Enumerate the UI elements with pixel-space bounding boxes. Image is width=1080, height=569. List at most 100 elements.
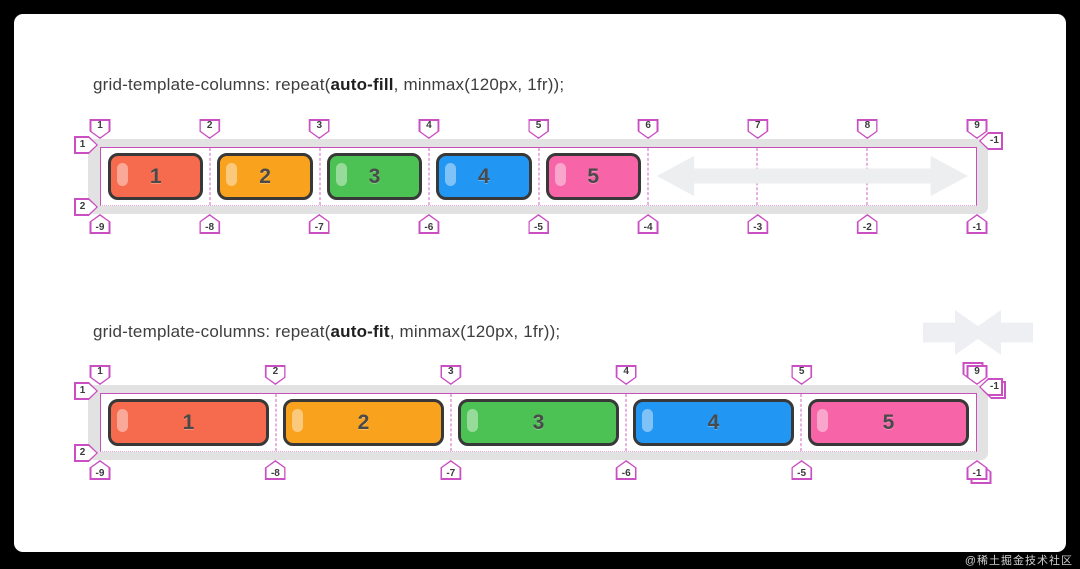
marker-label: 9 <box>974 120 980 131</box>
marker-flag-icon <box>418 214 440 234</box>
section-title-auto-fill: grid-template-columns: repeat(auto-fill,… <box>93 75 564 95</box>
grid-item-label: 3 <box>368 164 381 188</box>
item-shine <box>554 162 566 187</box>
marker-flag-icon <box>74 198 98 216</box>
content-card: grid-template-columns: repeat(auto-fill,… <box>14 14 1066 552</box>
column-line-marker: -8 <box>199 214 221 234</box>
marker-label: -7 <box>314 222 324 233</box>
marker-label: 2 <box>206 120 213 131</box>
marker-flag-icon <box>528 119 549 139</box>
grid-item-label: 5 <box>587 164 600 188</box>
arrow-left-icon <box>969 310 1033 355</box>
grid-item: 1 <box>108 399 269 446</box>
marker-flag-icon <box>89 214 111 234</box>
column-line-marker: 5 <box>528 119 549 139</box>
column-line-marker: 4 <box>615 365 637 385</box>
marker-label: 7 <box>754 120 761 131</box>
marker-flag-icon <box>966 460 988 480</box>
marker-flag-icon <box>74 382 98 400</box>
column-line-marker: 2 <box>199 119 221 139</box>
marker-label: 6 <box>645 120 651 131</box>
marker-label: -1 <box>972 222 982 233</box>
column-line-marker: -5 <box>528 214 549 234</box>
marker-label: -6 <box>424 222 434 233</box>
marker-flag-icon <box>856 119 878 139</box>
column-line-marker: 3 <box>308 119 330 139</box>
column-line-marker: -8 <box>264 460 286 480</box>
title-prefix: grid-template-columns: repeat( <box>93 75 331 94</box>
grid-item-label: 5 <box>882 410 895 434</box>
title-keyword: auto-fit <box>330 322 390 341</box>
item-shine <box>642 408 653 433</box>
grid-overlay-box: 1 2 3 4 <box>100 393 977 452</box>
marker-label: 5 <box>798 366 805 377</box>
marker-label: -4 <box>643 222 653 233</box>
marker-flag-icon <box>74 136 98 154</box>
marker-label: 4 <box>426 120 432 131</box>
marker-flag-icon <box>440 365 462 385</box>
marker-label: 8 <box>864 120 871 131</box>
watermark: @稀土掘金技术社区 <box>964 555 1073 567</box>
column-line-marker: 5 <box>791 365 813 385</box>
grid-line <box>647 148 649 205</box>
line-markers-layer: 1 2 3 4 <box>89 119 988 234</box>
marker-label: 4 <box>623 366 629 377</box>
column-line-marker: -1 <box>979 132 1003 150</box>
marker-label: 5 <box>535 120 542 131</box>
column-line-marker: 9 <box>962 362 988 385</box>
row-line-marker: 2 <box>74 198 98 216</box>
marker-label: -6 <box>621 468 631 479</box>
grid-item: 3 <box>326 153 423 200</box>
grid-item: 2 <box>283 399 444 446</box>
title-suffix: , minmax(120px, 1fr)); <box>393 75 565 94</box>
marker-flag-icon <box>89 365 111 385</box>
column-line-marker: -1 <box>966 460 992 484</box>
marker-flag-icon <box>966 365 988 385</box>
marker-flag-icon <box>979 132 1003 150</box>
grid-item: 4 <box>633 399 794 446</box>
item-shine <box>117 408 128 433</box>
marker-label: -2 <box>862 222 872 233</box>
marker-label: -7 <box>446 468 456 479</box>
column-line-marker: -7 <box>308 214 330 234</box>
grid-item: 1 <box>108 153 204 200</box>
marker-label: -5 <box>534 222 543 233</box>
column-line-marker: -1 <box>966 214 988 234</box>
marker-flag-icon <box>615 460 637 480</box>
column-line-marker: 2 <box>264 365 286 385</box>
grid-line <box>450 394 452 451</box>
column-line-marker: 9 <box>966 119 988 139</box>
marker-flag-icon <box>637 214 659 234</box>
column-line-marker: -2 <box>856 214 878 234</box>
marker-flag-icon <box>418 119 440 139</box>
marker-flag-icon <box>199 214 221 234</box>
grid-item-label: 4 <box>477 164 490 188</box>
marker-label: -8 <box>270 468 280 479</box>
grid-item: 5 <box>808 399 969 446</box>
marker-flag-icon <box>747 214 769 234</box>
row-line-marker: 2 <box>74 444 98 462</box>
column-line-marker: 6 <box>637 119 659 139</box>
item-shine <box>467 408 478 433</box>
marker-flag-icon <box>89 119 111 139</box>
row-line-marker: 1 <box>74 382 98 400</box>
marker-label: 2 <box>79 446 86 458</box>
grid-item-label: 4 <box>707 410 720 434</box>
marker-flag-icon <box>979 378 1003 396</box>
grid-figure-auto-fit: 1 2 3 4 <box>74 362 1006 484</box>
marker-label: -8 <box>205 222 215 233</box>
item-shine <box>292 408 303 433</box>
marker-flag-icon <box>528 214 549 234</box>
marker-flag-icon <box>308 214 330 234</box>
column-line-marker: 7 <box>747 119 769 139</box>
marker-label: 2 <box>79 200 86 212</box>
grid-item: 4 <box>436 153 532 200</box>
column-line-marker: -3 <box>747 214 769 234</box>
title-keyword: auto-fill <box>330 75 394 94</box>
collapse-arrows-icon <box>923 310 1033 355</box>
row-line-marker: 1 <box>74 136 98 154</box>
marker-label: 2 <box>272 366 279 377</box>
marker-flag-icon <box>615 365 637 385</box>
grid-item: 3 <box>458 399 619 446</box>
